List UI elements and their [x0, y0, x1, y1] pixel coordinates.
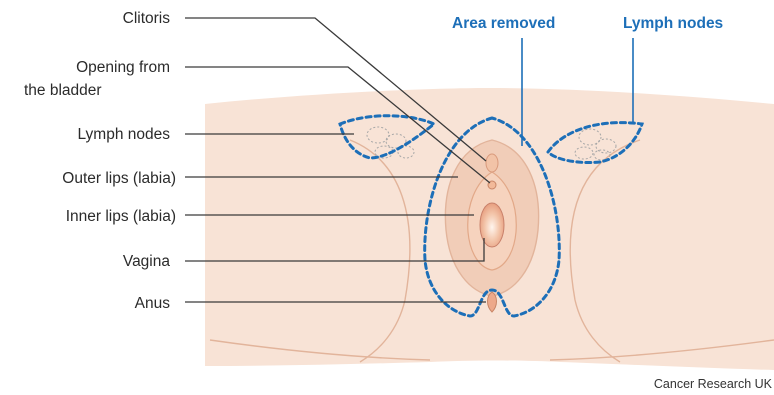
label-lymph-nodes-left: Lymph nodes	[78, 126, 171, 143]
label-lymph-nodes-right: Lymph nodes	[623, 15, 723, 32]
label-clitoris: Clitoris	[123, 10, 171, 27]
label-opening-from-bladder-line2: the bladder	[24, 82, 102, 99]
label-outer-lips: Outer lips (labia)	[62, 170, 176, 187]
label-vagina: Vagina	[123, 253, 170, 270]
label-area-removed: Area removed	[452, 15, 555, 32]
body-illustration	[205, 88, 774, 370]
label-inner-lips: Inner lips (labia)	[66, 208, 176, 225]
label-anus: Anus	[135, 295, 171, 312]
label-opening-from-bladder-line1: Opening from	[76, 59, 170, 76]
credit-text: Cancer Research UK	[654, 377, 773, 391]
